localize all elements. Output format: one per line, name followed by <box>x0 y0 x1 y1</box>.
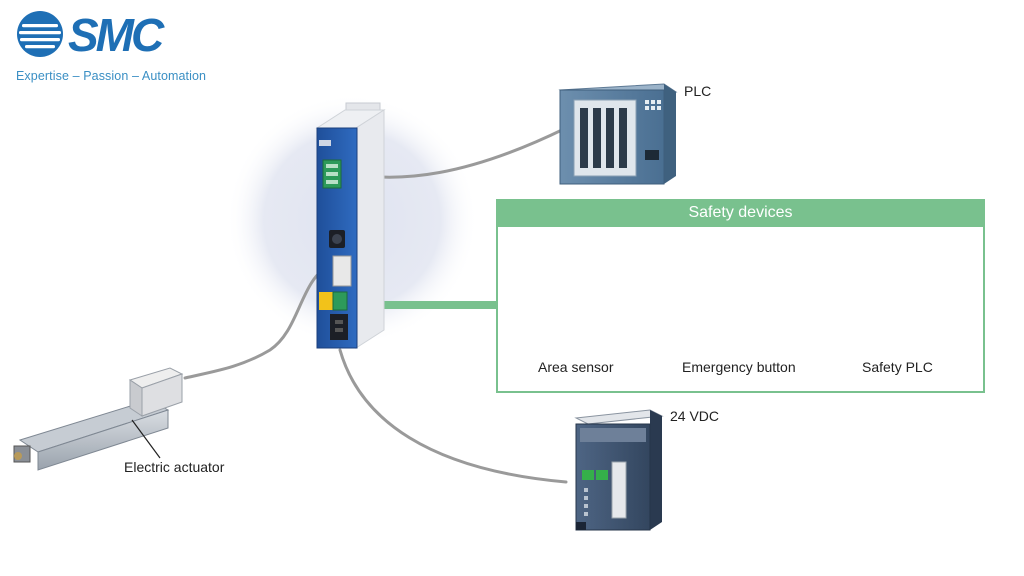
smc-logo-text: SMC <box>68 9 164 61</box>
emergency-button-label: Emergency button <box>682 359 796 375</box>
smc-logo-mark <box>17 11 63 57</box>
smc-logo: SMC <box>16 10 236 90</box>
safety-plc-label: Safety PLC <box>862 359 933 375</box>
area-sensor-label: Area sensor <box>538 359 614 375</box>
actuator-label: Electric actuator <box>124 459 225 475</box>
plc-label: PLC <box>684 83 712 99</box>
power-supply-label: 24 VDC <box>670 408 720 424</box>
power-supply-device <box>574 409 664 531</box>
cable-power <box>338 348 568 484</box>
plc-device <box>558 83 678 185</box>
cable-actuator <box>183 263 332 380</box>
controller-unit <box>315 102 386 349</box>
brand-tagline: Expertise – Passion – Automation <box>16 69 207 83</box>
actuator-leader-line <box>131 419 161 459</box>
electric-actuator <box>13 367 184 471</box>
safety-devices-panel <box>496 199 985 393</box>
safety-devices-title: Safety devices <box>496 199 985 227</box>
